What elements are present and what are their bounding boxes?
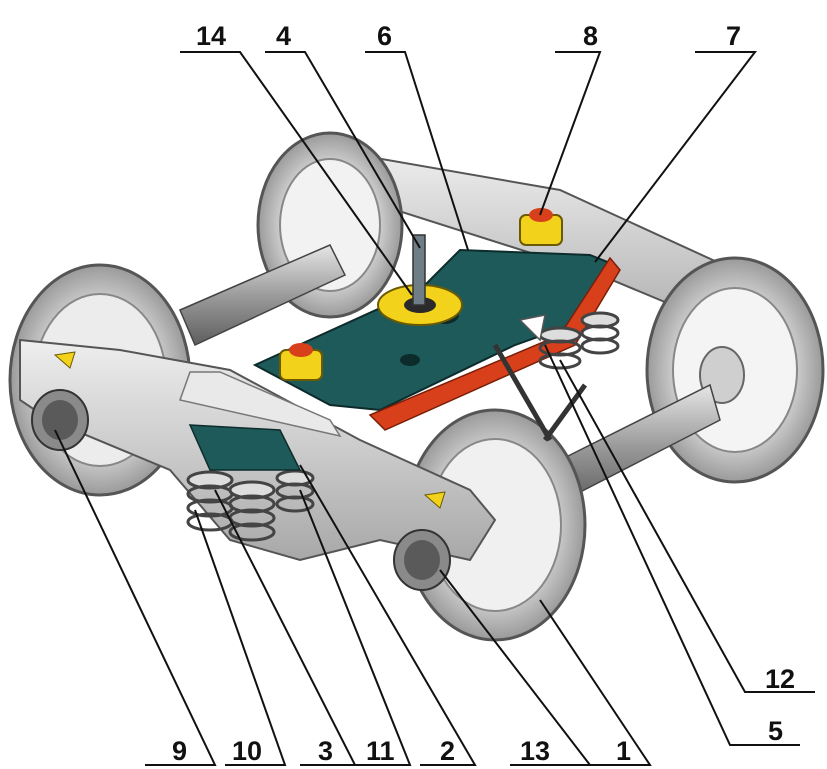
label-10: 10 bbox=[232, 736, 262, 766]
wheel-rear-right bbox=[645, 256, 825, 484]
label-7: 7 bbox=[726, 21, 741, 51]
side-bearer-front bbox=[279, 343, 323, 381]
label-14: 14 bbox=[196, 21, 226, 51]
label-3: 3 bbox=[318, 736, 333, 766]
axle-box-right bbox=[393, 491, 451, 591]
label-9: 9 bbox=[172, 736, 187, 766]
label-6: 6 bbox=[377, 21, 392, 51]
label-13: 13 bbox=[520, 736, 550, 766]
bolster-end bbox=[188, 424, 302, 471]
label-1: 1 bbox=[616, 736, 631, 766]
spring-group-rear bbox=[538, 311, 620, 370]
label-2: 2 bbox=[440, 736, 455, 766]
rear-axle bbox=[179, 244, 347, 347]
axle-box-left bbox=[31, 351, 89, 451]
label-11: 11 bbox=[366, 736, 395, 766]
leader-lines bbox=[54, 51, 815, 766]
label-12: 12 bbox=[765, 664, 795, 694]
label-5: 5 bbox=[768, 716, 783, 746]
label-8: 8 bbox=[583, 21, 598, 51]
side-bearer-rear bbox=[519, 208, 563, 246]
label-4: 4 bbox=[276, 21, 291, 51]
kingpin bbox=[412, 234, 426, 306]
callout-labels: 14 4 6 8 7 12 5 9 10 3 11 2 13 1 bbox=[172, 21, 795, 766]
friction-wedge bbox=[518, 314, 546, 342]
